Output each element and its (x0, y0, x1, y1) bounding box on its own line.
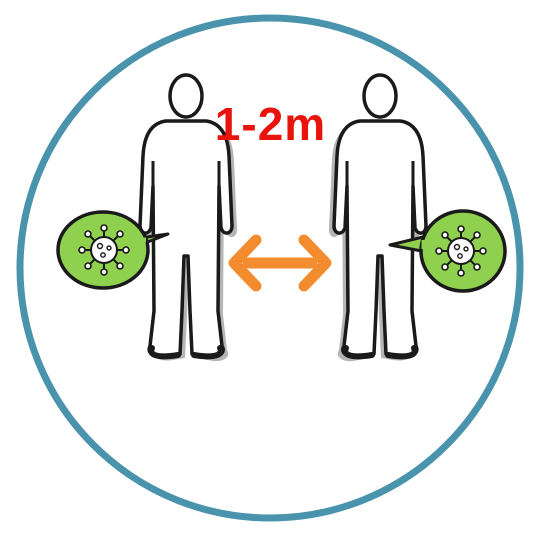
distance-label: 1-2m (0, 98, 541, 150)
virus-icon (436, 226, 486, 276)
virus-icon (79, 225, 129, 275)
